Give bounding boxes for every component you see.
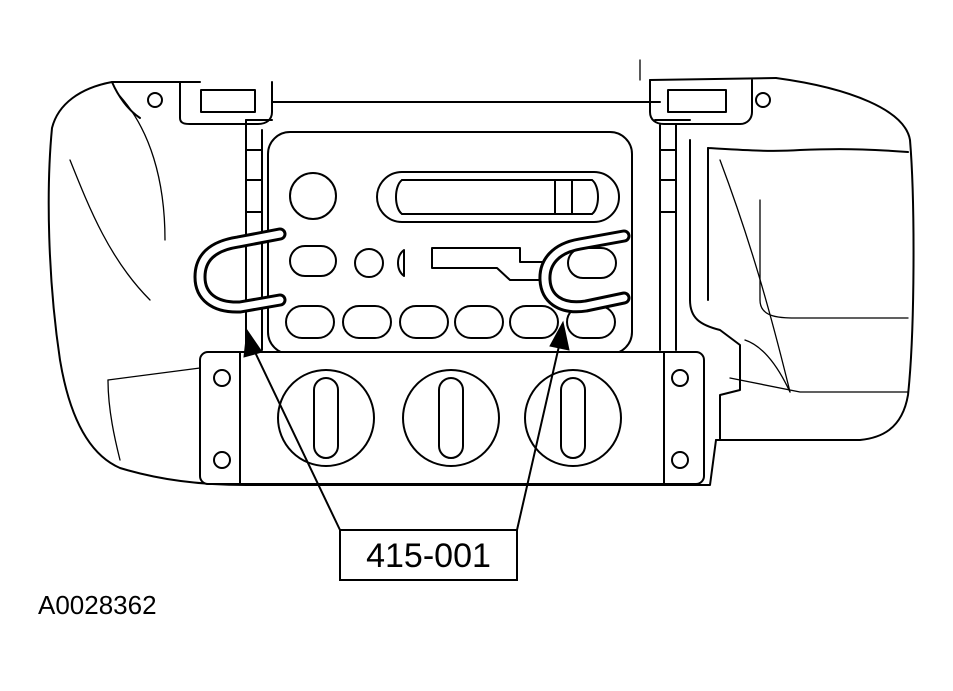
climate-control-panel (199, 351, 705, 485)
preset-button (342, 305, 392, 339)
mounting-tab-left (147, 81, 273, 125)
removal-tool-right (538, 229, 631, 314)
cassette-door (376, 171, 620, 223)
leader-line-right (516, 320, 570, 531)
climate-knob-right (524, 369, 622, 467)
preset-button (289, 245, 337, 277)
screw-hole (213, 451, 231, 469)
preset-button (454, 305, 504, 339)
preset-button (285, 305, 335, 339)
screw-hole (213, 369, 231, 387)
screw-hole (147, 92, 163, 108)
radio-faceplate (267, 131, 633, 355)
screw-hole (755, 92, 771, 108)
mounting-tab-right (649, 79, 771, 125)
removal-tool-left (193, 227, 287, 314)
tool-number-label: 415-001 (366, 537, 491, 575)
climate-knob-center (402, 369, 500, 467)
leader-line-left (243, 328, 341, 531)
arrowhead (243, 328, 263, 358)
instrument-panel-housing (47, 59, 915, 486)
small-knob (397, 249, 405, 277)
arrowhead (549, 320, 570, 351)
preset-button (567, 247, 617, 279)
tool-callout: 415-001 (339, 529, 518, 581)
screw-hole (671, 369, 689, 387)
preset-button (509, 305, 559, 339)
figure-id: A0028362 (38, 590, 157, 620)
preset-button (399, 305, 449, 339)
climate-knob-left (277, 369, 375, 467)
screw-hole (671, 451, 689, 469)
volume-knob (289, 172, 337, 220)
small-knob (354, 248, 384, 278)
